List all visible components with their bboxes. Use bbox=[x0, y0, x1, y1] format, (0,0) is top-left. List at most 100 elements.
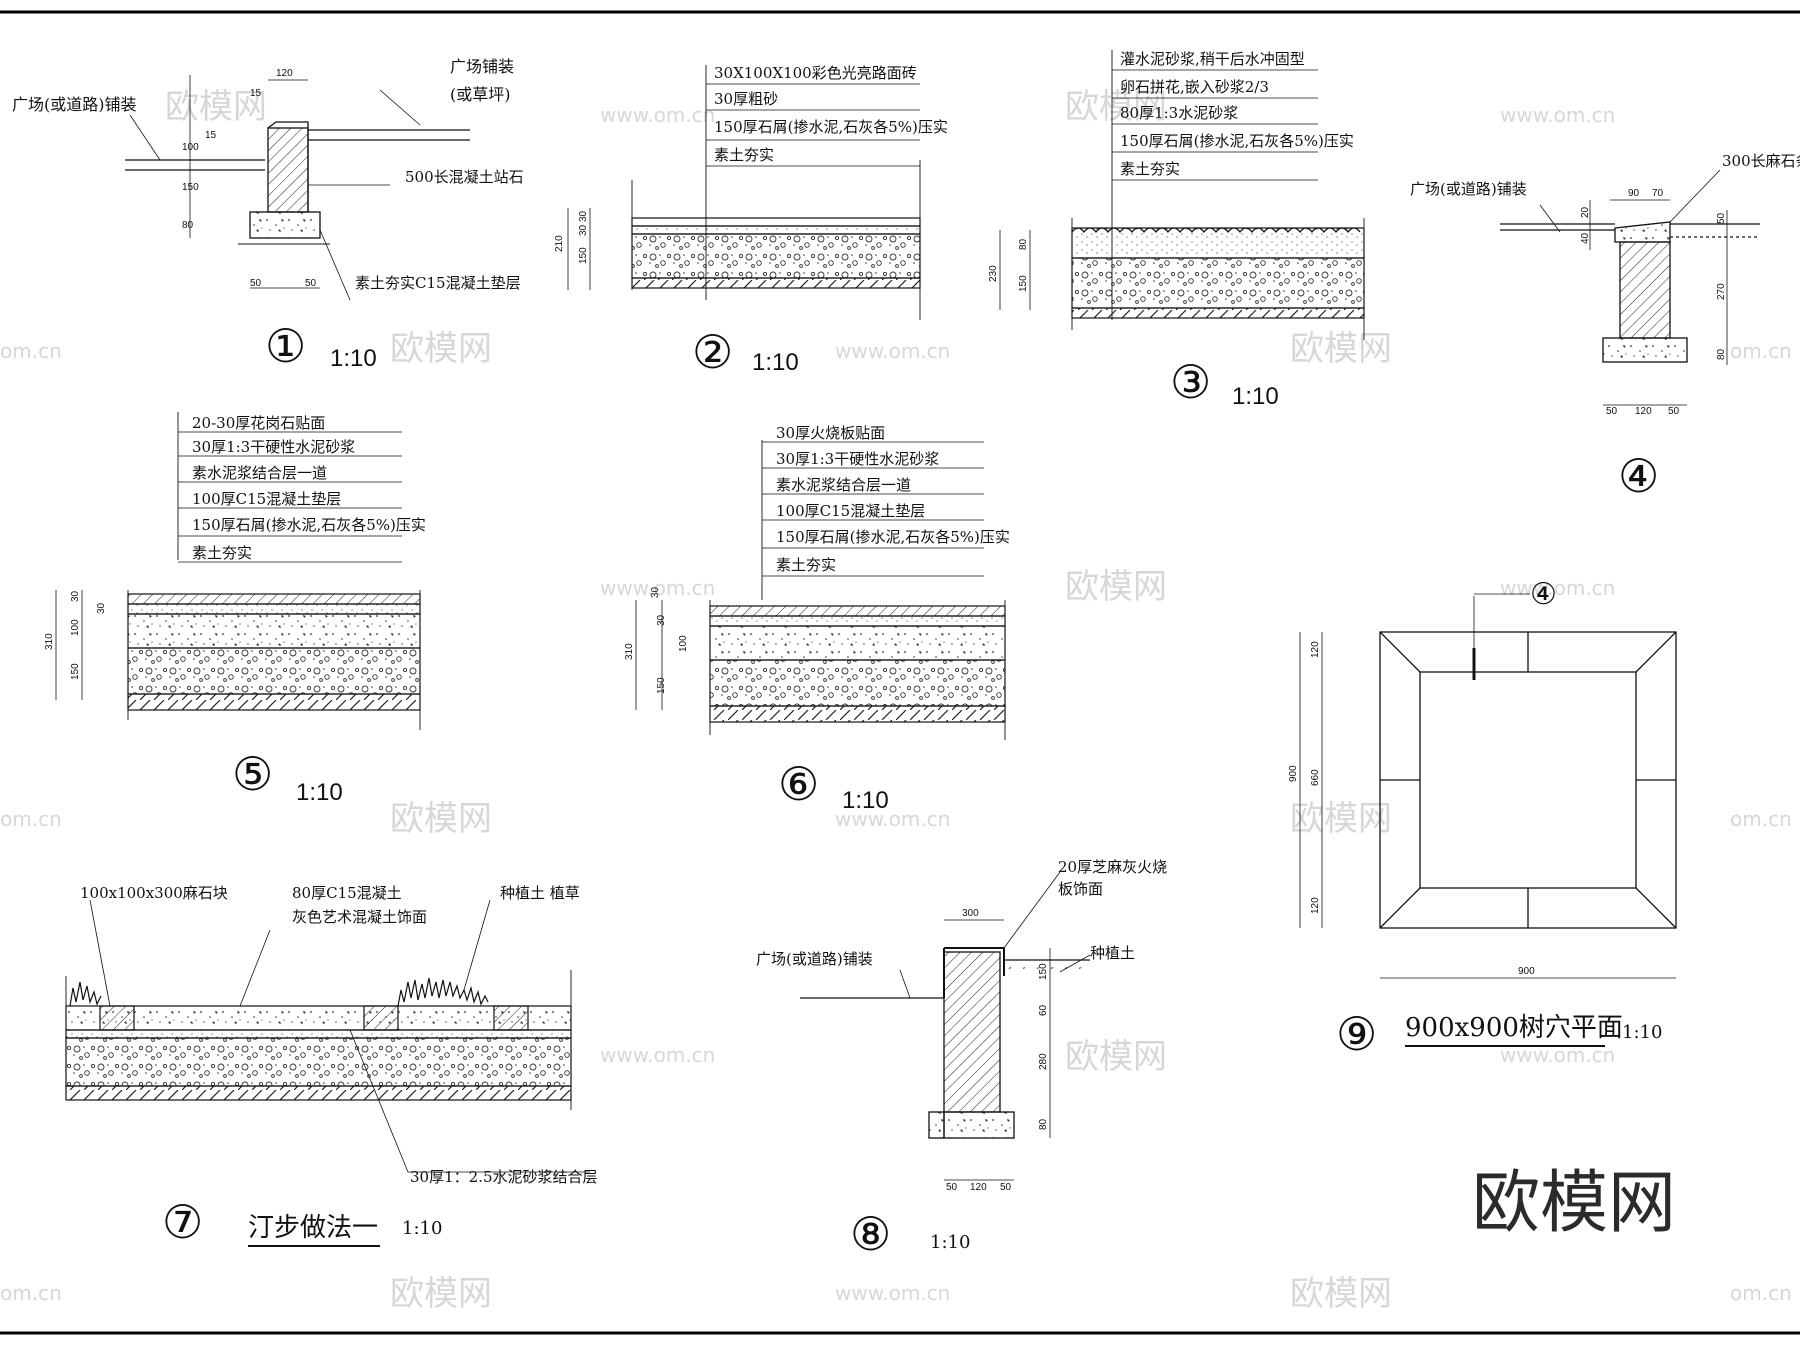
svg-text:310: 310 bbox=[44, 633, 55, 650]
svg-text:③: ③ bbox=[1170, 355, 1211, 409]
svg-text:⑨: ⑨ bbox=[1336, 1007, 1377, 1061]
svg-text:150厚石屑(掺水泥,石灰各5%)压实: 150厚石屑(掺水泥,石灰各5%)压实 bbox=[714, 118, 948, 136]
svg-text:1:10: 1:10 bbox=[752, 349, 799, 376]
svg-text:④: ④ bbox=[1530, 577, 1557, 612]
detail-6-text: 30厚火烧板贴面 30厚1:3干硬性水泥砂浆 素水泥浆结合层一道 100厚C15… bbox=[624, 424, 1010, 814]
svg-text:30: 30 bbox=[96, 602, 107, 614]
svg-text:90: 90 bbox=[1628, 188, 1640, 199]
svg-text:100: 100 bbox=[70, 619, 81, 636]
detail-3-pebble bbox=[999, 50, 1365, 340]
svg-text:50: 50 bbox=[1000, 1182, 1012, 1193]
svg-text:www.om.cn: www.om.cn bbox=[600, 1043, 715, 1067]
detail-5-text: 20-30厚花岗石贴面 30厚1:3干硬性水泥砂浆 素水泥浆结合层一道 100厚… bbox=[44, 414, 426, 806]
svg-text:120: 120 bbox=[1310, 897, 1321, 914]
detail-2-paving bbox=[567, 65, 921, 320]
svg-text:素土夯实: 素土夯实 bbox=[714, 146, 774, 164]
svg-text:80: 80 bbox=[1018, 238, 1029, 250]
svg-text:15: 15 bbox=[205, 130, 217, 141]
d1-scale: 1:10 bbox=[330, 345, 377, 372]
svg-text:1:10: 1:10 bbox=[842, 787, 889, 814]
svg-text:150: 150 bbox=[578, 247, 589, 264]
svg-text:70: 70 bbox=[1652, 188, 1664, 199]
svg-text:om.cn: om.cn bbox=[0, 1281, 62, 1305]
brand-logo: 欧模网 bbox=[1472, 1164, 1676, 1243]
watermarks: 欧模网 欧模网 欧模网 欧模网 欧模网 欧模网 欧模网 欧模网 欧模网 欧模网 bbox=[165, 87, 1392, 1314]
svg-text:www.om.cn: www.om.cn bbox=[835, 339, 950, 363]
svg-text:300长麻石条: 300长麻石条 bbox=[1722, 152, 1800, 170]
svg-text:50: 50 bbox=[305, 278, 317, 289]
svg-text:50: 50 bbox=[1668, 406, 1680, 417]
detail-7-stepping-stone bbox=[65, 899, 590, 1173]
svg-text:⑥: ⑥ bbox=[778, 757, 819, 811]
d1-label-lawn: (或草坪) bbox=[450, 85, 511, 104]
svg-text:www.om.cn: www.om.cn bbox=[835, 1281, 950, 1305]
detail-9-text: ④ 900 120 660 120 900 ⑨ 900x900树穴平面 1:10 bbox=[1288, 577, 1662, 1061]
svg-text:1:10: 1:10 bbox=[1232, 383, 1279, 410]
svg-text:⑧: ⑧ bbox=[850, 1207, 891, 1261]
svg-text:欧模网: 欧模网 bbox=[1065, 567, 1167, 607]
detail-1-curb bbox=[125, 75, 470, 301]
svg-text:120: 120 bbox=[1635, 406, 1652, 417]
svg-text:30厚1:3干硬性水泥砂浆: 30厚1:3干硬性水泥砂浆 bbox=[776, 450, 939, 468]
svg-text:欧模网: 欧模网 bbox=[165, 87, 267, 127]
svg-text:150: 150 bbox=[1018, 275, 1029, 292]
svg-text:300: 300 bbox=[962, 908, 979, 919]
svg-text:20: 20 bbox=[1580, 206, 1591, 218]
svg-text:④: ④ bbox=[1618, 449, 1659, 503]
svg-text:www.om.cn: www.om.cn bbox=[600, 103, 715, 127]
svg-text:50: 50 bbox=[1716, 212, 1727, 224]
svg-text:150: 150 bbox=[182, 182, 199, 193]
detail-5-granite bbox=[55, 412, 421, 730]
svg-text:30: 30 bbox=[656, 614, 667, 626]
svg-text:om.cn: om.cn bbox=[0, 807, 62, 831]
svg-text:欧模网: 欧模网 bbox=[1065, 87, 1167, 127]
d1-number: ① bbox=[265, 319, 306, 373]
detail-8-planter-edge bbox=[800, 871, 1091, 1181]
watermark-urls: www.om.cn www.om.cn om.cn www.om.cn om.c… bbox=[0, 103, 1792, 1305]
svg-text:30: 30 bbox=[70, 590, 81, 602]
svg-text:40: 40 bbox=[1580, 232, 1591, 244]
detail-4-text: 广场(或道路)铺装 300长麻石条 90 70 20 40 50 270 80 … bbox=[1410, 152, 1800, 503]
detail-1-text: 广场(或道路)铺装 广场铺装 (或草坪) 500长混凝土站石 素土夯实C15混凝… bbox=[12, 57, 524, 373]
detail-4-curb bbox=[1500, 169, 1760, 406]
svg-text:www.om.cn: www.om.cn bbox=[1500, 576, 1615, 600]
svg-text:150厚石屑(掺水泥,石灰各5%)压实: 150厚石屑(掺水泥,石灰各5%)压实 bbox=[192, 516, 426, 534]
svg-text:om.cn: om.cn bbox=[1730, 1281, 1792, 1305]
detail-8-text: 20厚芝麻灰火烧 板饰面 种植土 广场(或道路)铺装 300 150 60 28… bbox=[756, 858, 1167, 1261]
svg-text:om.cn: om.cn bbox=[0, 339, 62, 363]
detail-3-text: 灌水泥砂浆,稍干后水冲固型 卵石拼花,嵌入砂浆2/3 80厚1:3水泥砂浆 15… bbox=[988, 50, 1354, 410]
svg-text:80: 80 bbox=[182, 220, 194, 231]
svg-text:900: 900 bbox=[1518, 966, 1535, 977]
sheet-frame bbox=[0, 10, 1800, 1335]
svg-text:素水泥浆结合层一道: 素水泥浆结合层一道 bbox=[192, 464, 327, 482]
d1-label-base: 素土夯实C15混凝土垫层 bbox=[355, 274, 521, 292]
svg-text:150: 150 bbox=[70, 663, 81, 680]
svg-text:50: 50 bbox=[1606, 406, 1618, 417]
svg-text:80厚C15混凝土: 80厚C15混凝土 bbox=[292, 884, 402, 902]
svg-text:欧模网: 欧模网 bbox=[390, 329, 492, 369]
svg-text:15: 15 bbox=[250, 88, 262, 99]
detail-6-flamed-slab bbox=[635, 440, 1006, 740]
svg-text:欧模网: 欧模网 bbox=[1290, 799, 1392, 839]
svg-text:素水泥浆结合层一道: 素水泥浆结合层一道 bbox=[776, 476, 911, 494]
svg-text:www.om.cn: www.om.cn bbox=[835, 807, 950, 831]
svg-text:100: 100 bbox=[182, 142, 199, 153]
svg-text:⑦: ⑦ bbox=[162, 1195, 203, 1249]
svg-text:欧模网: 欧模网 bbox=[390, 1274, 492, 1314]
svg-text:310: 310 bbox=[624, 643, 635, 660]
svg-text:⑤: ⑤ bbox=[232, 747, 273, 801]
detail-2-text: 30X100X100彩色光亮路面砖 30厚粗砂 150厚石屑(掺水泥,石灰各5%… bbox=[554, 64, 948, 379]
svg-text:卵石拼花,嵌入砂浆2/3: 卵石拼花,嵌入砂浆2/3 bbox=[1120, 78, 1269, 96]
svg-text:1:10: 1:10 bbox=[1622, 1022, 1662, 1043]
svg-text:900: 900 bbox=[1288, 765, 1299, 782]
d9-title: 900x900树穴平面 bbox=[1405, 1013, 1623, 1043]
svg-text:欧模网: 欧模网 bbox=[390, 799, 492, 839]
d1-label-plaza: 广场铺装 bbox=[450, 57, 514, 76]
svg-text:om.cn: om.cn bbox=[1730, 339, 1792, 363]
svg-text:150: 150 bbox=[656, 677, 667, 694]
svg-text:230: 230 bbox=[988, 265, 999, 282]
svg-text:www.om.cn: www.om.cn bbox=[600, 576, 715, 600]
svg-text:素土夯实: 素土夯实 bbox=[1120, 160, 1180, 178]
svg-text:素土夯实: 素土夯实 bbox=[192, 544, 252, 562]
svg-text:20-30厚花岗石贴面: 20-30厚花岗石贴面 bbox=[192, 414, 325, 432]
